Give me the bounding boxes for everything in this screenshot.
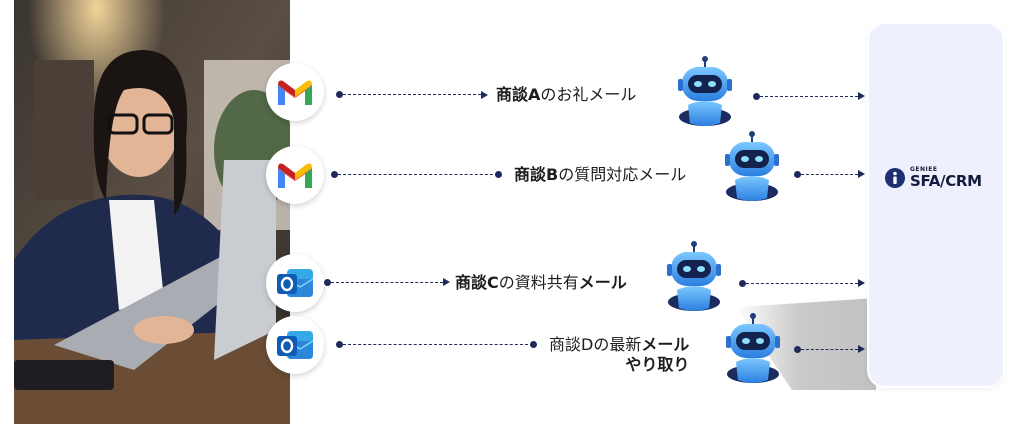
robot-icon	[726, 313, 780, 383]
connector-line	[343, 94, 481, 95]
geniee-logo-icon	[885, 167, 905, 188]
arrowhead	[443, 278, 450, 286]
line-start-dot	[794, 171, 801, 178]
line-start-dot	[739, 280, 746, 287]
line-end-dot	[495, 171, 502, 178]
connector-line	[746, 283, 858, 284]
line-start-dot	[324, 279, 331, 286]
row-label-4: 商談Dの最新メール やり取り	[549, 335, 690, 374]
row-label-3: 商談Cの資料共有メール	[455, 273, 627, 292]
connector-line	[338, 174, 498, 175]
outlook-icon	[277, 269, 314, 297]
gmail-icon	[278, 163, 312, 188]
connector-line	[331, 282, 443, 283]
line-start-dot	[753, 93, 760, 100]
gmail-icon	[278, 80, 312, 105]
arrowhead	[858, 170, 865, 178]
robot-icon	[725, 131, 779, 201]
connector-line	[801, 174, 858, 175]
sfa-crm-panel	[869, 24, 1003, 386]
outlook-icon	[277, 331, 314, 359]
outlook-badge	[266, 316, 324, 374]
sfa-crm-logo: GENIEE SFA/CRM	[884, 166, 982, 189]
arrowhead	[858, 279, 865, 287]
gmail-badge	[266, 63, 324, 121]
connector-line	[760, 96, 858, 97]
outlook-badge	[266, 254, 324, 312]
logo-brand: GENIEE	[910, 166, 938, 173]
connector-line	[343, 344, 533, 345]
robot-icon	[667, 241, 721, 311]
arrowhead	[481, 91, 488, 99]
line-end-dot	[530, 341, 537, 348]
row-label-1: 商談Aのお礼メール	[496, 85, 637, 104]
row-label-2: 商談Bの質問対応メール	[514, 165, 687, 184]
connector-line	[801, 349, 858, 350]
arrowhead	[858, 345, 865, 353]
photo-woman-laptop	[14, 0, 290, 424]
line-start-dot	[331, 171, 338, 178]
arrowhead	[858, 92, 865, 100]
line-start-dot	[336, 341, 343, 348]
logo-product: SFA/CRM	[910, 172, 982, 190]
gmail-badge	[266, 146, 324, 204]
line-start-dot	[336, 91, 343, 98]
robot-icon	[678, 56, 732, 126]
line-start-dot	[794, 346, 801, 353]
